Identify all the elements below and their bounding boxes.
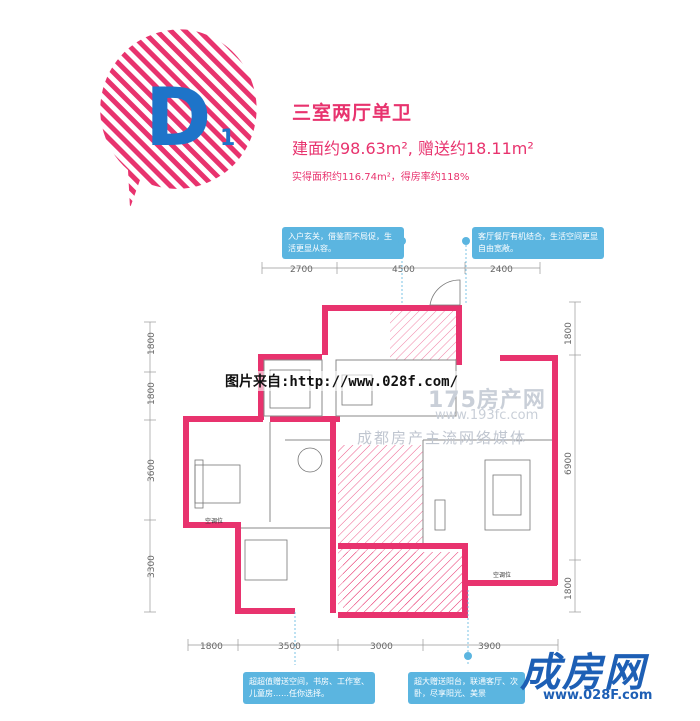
walls: [183, 305, 558, 618]
bed-second: [244, 539, 288, 581]
callout-study: 超超值赠送空间，书房、工作室、儿童房……任你选择。: [243, 672, 375, 704]
site-url-watermark: www.193fc.com: [435, 408, 539, 423]
area-main: 建面约98.63m², 赠送约18.11m²: [292, 139, 534, 158]
bed-headboard: [194, 459, 204, 509]
ac-label: 空调位: [205, 517, 223, 525]
dim-top-1: 2700: [290, 265, 313, 275]
unit-logo: D 1: [100, 29, 257, 209]
slogan-watermark: 成都房产主流网络媒体: [357, 429, 528, 447]
callout-entry: 入户玄关，借鉴而不局促，生活更显从容。: [282, 227, 404, 259]
dim-left-4: 3300: [147, 555, 157, 578]
callout-pin: [464, 652, 472, 660]
dim-right-2: 6900: [564, 452, 574, 475]
site-watermark: 175房产网: [428, 388, 546, 413]
dim-left-3: 3600: [147, 459, 157, 482]
callout-balcony: 超大赠送阳台，联通客厅、次卧，尽享阳光、美景: [408, 672, 525, 704]
source-watermark: 图片来自:http://www.028f.com/: [225, 371, 459, 391]
dimension-lines: [144, 262, 581, 651]
dim-bottom-2: 3500: [278, 642, 301, 652]
balcony-floor: [343, 552, 466, 617]
callout-pin: [398, 237, 406, 245]
dim-bottom-1: 1800: [200, 642, 223, 652]
sofa: [484, 459, 531, 531]
bed-master: [194, 464, 241, 504]
unit-letter: D: [145, 71, 211, 164]
dim-left-2: 1800: [147, 382, 157, 405]
brand-url: www.028F.com: [543, 688, 653, 703]
coffee-table: [492, 474, 522, 516]
brand-logo: 成房网: [520, 650, 646, 696]
striped-badge: [100, 29, 257, 209]
dim-top-2: 4500: [392, 265, 415, 275]
ac-label: 空调位: [493, 571, 511, 579]
layout-title: 三室两厅单卫: [292, 102, 413, 124]
unit-number: 1: [220, 126, 235, 151]
door-swing: [297, 447, 323, 473]
entry-floor: [390, 310, 458, 360]
entry-door: [429, 279, 461, 306]
dim-right-1: 1800: [564, 322, 574, 345]
dim-top-3: 2400: [490, 265, 513, 275]
dim-right-3: 1800: [564, 577, 574, 600]
callout-pin: [462, 237, 470, 245]
callout-living: 客厅餐厅有机结合，生活空间更显自由宽敞。: [472, 227, 604, 259]
area-sub: 实得面积约116.74m²，得房率约118%: [292, 172, 470, 183]
tv-cabinet: [434, 499, 446, 531]
dim-bottom-3: 3000: [370, 642, 393, 652]
dim-bottom-4: 3900: [478, 642, 501, 652]
dim-left-1: 1800: [147, 332, 157, 355]
